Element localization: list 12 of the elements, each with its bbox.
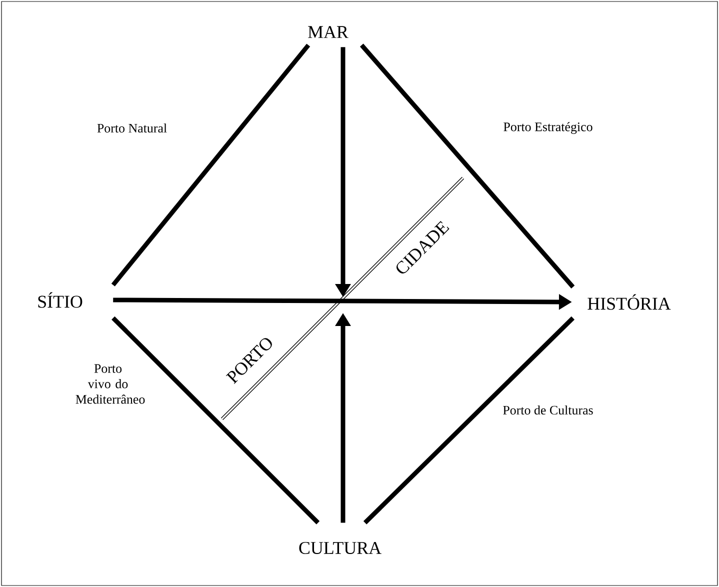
edge-label: Porto de Culturas (503, 405, 593, 415)
edge-label: Porto Natural (97, 123, 167, 133)
node-label: HISTÓRIA (588, 294, 671, 310)
edge-label: Porto Estratégico (504, 122, 592, 134)
connector-line (360, 44, 575, 288)
connector-line (111, 44, 310, 286)
connector-line (363, 316, 575, 524)
connector-line (112, 316, 320, 524)
node-label: SÍTIO (38, 292, 82, 308)
node-label: CULTURA (299, 542, 382, 554)
edge-label: Porto vivo do Mediterrâneo (76, 364, 145, 404)
node-label: MAR (308, 26, 348, 38)
